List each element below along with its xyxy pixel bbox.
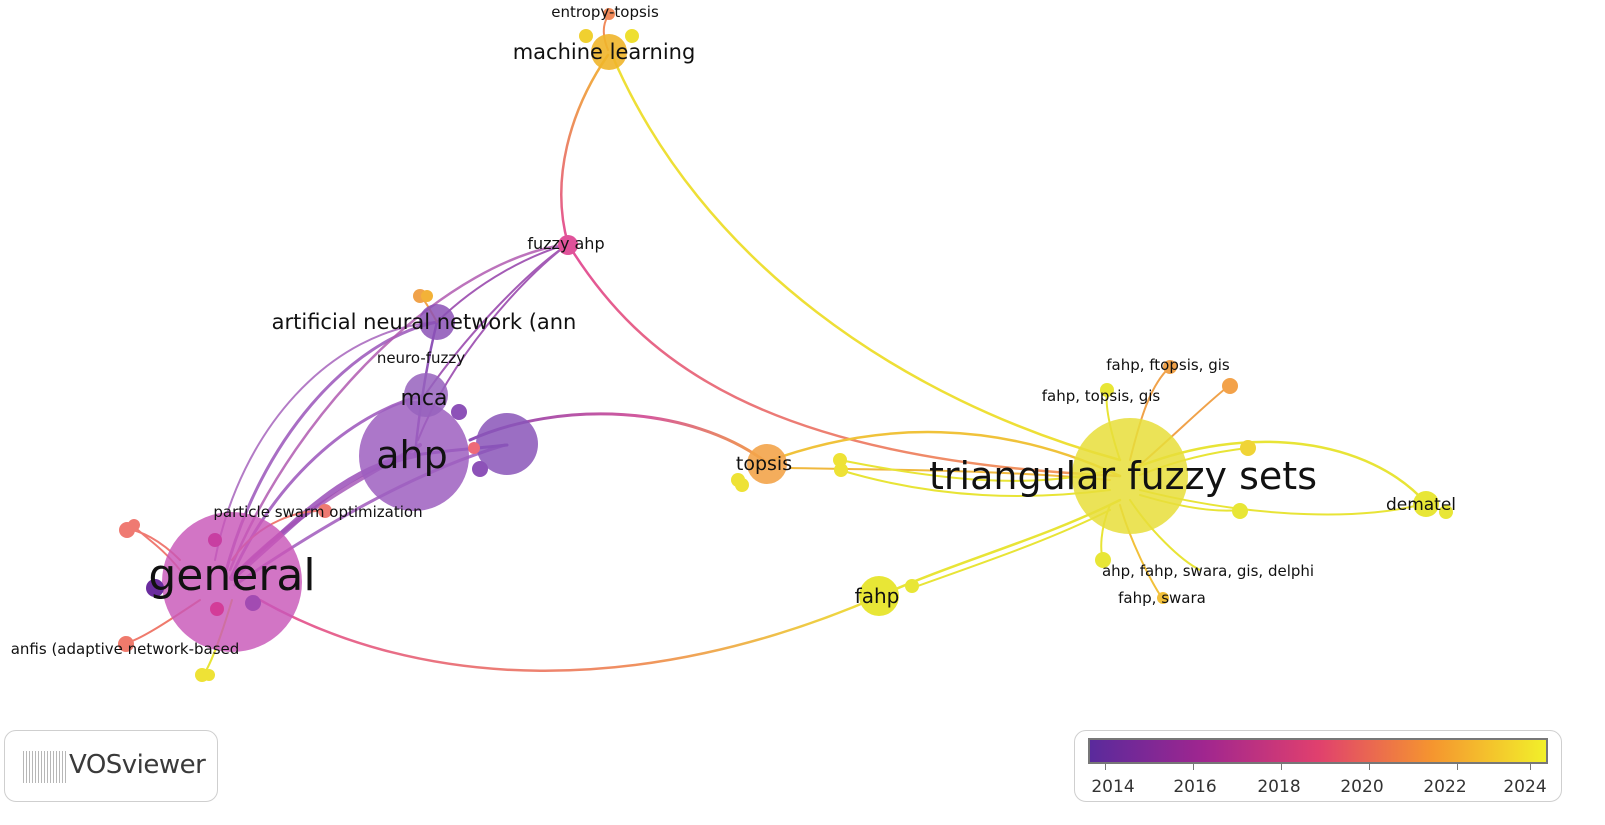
label-neurofuzzy: neuro-fuzzy <box>377 349 465 367</box>
node-general-inner-3[interactable] <box>210 602 224 616</box>
label-mca: mca <box>400 386 447 411</box>
node-small-purple-2[interactable] <box>472 461 488 477</box>
node-mca[interactable] <box>404 373 448 417</box>
node-ahp-cluster[interactable] <box>476 413 538 475</box>
node-fswara[interactable] <box>1157 592 1169 604</box>
node-general-dark[interactable] <box>146 579 164 597</box>
label-topsis: topsis <box>736 453 792 475</box>
node-topsis[interactable] <box>747 444 787 484</box>
legend-tick-2018: 2018 <box>1257 777 1301 797</box>
legend-tickmark-2024 <box>1530 764 1531 770</box>
nodes <box>118 8 1453 682</box>
legend-gradient-bar <box>1088 738 1548 764</box>
legend-tick-2024: 2024 <box>1503 777 1547 797</box>
node-small-purple-1[interactable] <box>451 404 467 420</box>
node-entropy[interactable] <box>603 8 615 20</box>
node-ml-sat-2[interactable] <box>625 29 639 43</box>
label-afsgd: ahp, fahp, swara, gis, delphi <box>1102 562 1314 580</box>
label-general: general <box>148 550 315 601</box>
label-anfis: anfis (adaptive network-based <box>11 640 240 658</box>
legend-tick-2014: 2014 <box>1091 777 1135 797</box>
node-anfis[interactable] <box>118 636 134 652</box>
edge-mca-fuzzyahp <box>424 243 569 396</box>
label-ml: machine learning <box>513 40 696 64</box>
legend-tickmark-2016 <box>1193 764 1194 770</box>
edge-general-fuzzyahp <box>228 242 570 572</box>
edge-topsis-tfs-2 <box>789 467 1111 481</box>
edge-general-fahp <box>258 594 882 672</box>
node-dematel[interactable] <box>1413 491 1439 517</box>
node-tfs[interactable] <box>1072 418 1188 534</box>
label-ffg: fahp, ftopsis, gis <box>1106 356 1230 374</box>
edge-ml-fuzzyahp <box>560 53 610 246</box>
node-bottom-yellow-2[interactable] <box>203 669 215 681</box>
node-small-red-ahp[interactable] <box>468 442 480 454</box>
legend-tickmark-2014 <box>1105 764 1106 770</box>
legend-tick-2020: 2020 <box>1340 777 1384 797</box>
node-general-inner-2[interactable] <box>245 595 261 611</box>
node-fahp-sat[interactable] <box>905 579 919 593</box>
label-entropy: entropy-topsis <box>551 3 659 21</box>
edge-general-ann-2 <box>214 321 438 561</box>
legend-tick-2016: 2016 <box>1173 777 1217 797</box>
node-ffg-sat[interactable] <box>1222 378 1238 394</box>
vosviewer-logo: VOSviewer <box>4 730 218 802</box>
node-fahp[interactable] <box>859 576 899 616</box>
node-ml[interactable] <box>591 34 627 70</box>
node-dematel-sat[interactable] <box>1439 505 1453 519</box>
label-fswara: fahp, swara <box>1118 589 1206 607</box>
legend-tick-2022: 2022 <box>1423 777 1467 797</box>
labels: general ahp mca artificial neural networ… <box>11 3 1456 658</box>
label-fahp: fahp <box>855 584 900 608</box>
edge-ann-fuzzyahp <box>436 243 569 323</box>
node-mid-sat-2[interactable] <box>834 463 848 477</box>
node-ffg[interactable] <box>1163 360 1177 374</box>
node-ftg[interactable] <box>1100 383 1114 397</box>
node-left-red-2[interactable] <box>128 519 140 531</box>
label-dematel: dematel <box>1386 495 1456 515</box>
node-fuzzyahp[interactable] <box>558 235 578 255</box>
label-ann: artificial neural network (ann <box>272 310 577 334</box>
node-right-sat-2[interactable] <box>1232 503 1248 519</box>
legend-tickmark-2022 <box>1457 764 1458 770</box>
node-low-sat[interactable] <box>1095 552 1111 568</box>
edge-fuzzyahp-tfs <box>566 242 1122 478</box>
node-ann-orange-2[interactable] <box>421 290 433 302</box>
node-right-sat-1[interactable] <box>1240 440 1256 456</box>
node-ml-sat-1[interactable] <box>579 29 593 43</box>
edge-topsis-tfs <box>764 430 1122 478</box>
node-pso[interactable] <box>318 504 332 518</box>
node-topsis-sat-2[interactable] <box>735 478 749 492</box>
edge-tfs-dematel-2 <box>1139 489 1427 516</box>
label-ahp: ahp <box>376 433 448 477</box>
node-ann[interactable] <box>419 304 455 340</box>
label-tfs: triangular fuzzy sets <box>929 454 1317 498</box>
edge-ml-tfs <box>610 53 1122 462</box>
label-fuzzyahp: fuzzy ahp <box>527 234 604 253</box>
vosviewer-logo-text: VOSviewer <box>69 750 206 780</box>
node-general-inner-1[interactable] <box>208 533 222 547</box>
node-general[interactable] <box>162 512 302 652</box>
node-ahp[interactable] <box>359 401 469 511</box>
vosviewer-logo-icon <box>23 751 67 783</box>
label-pso: particle swarm optimization <box>213 503 422 521</box>
legend-tickmark-2020 <box>1369 764 1370 770</box>
edge-fahp-tfs-2 <box>911 509 1111 589</box>
label-ftg: fahp, topsis, gis <box>1042 387 1161 405</box>
legend-tickmark-2018 <box>1281 764 1282 770</box>
